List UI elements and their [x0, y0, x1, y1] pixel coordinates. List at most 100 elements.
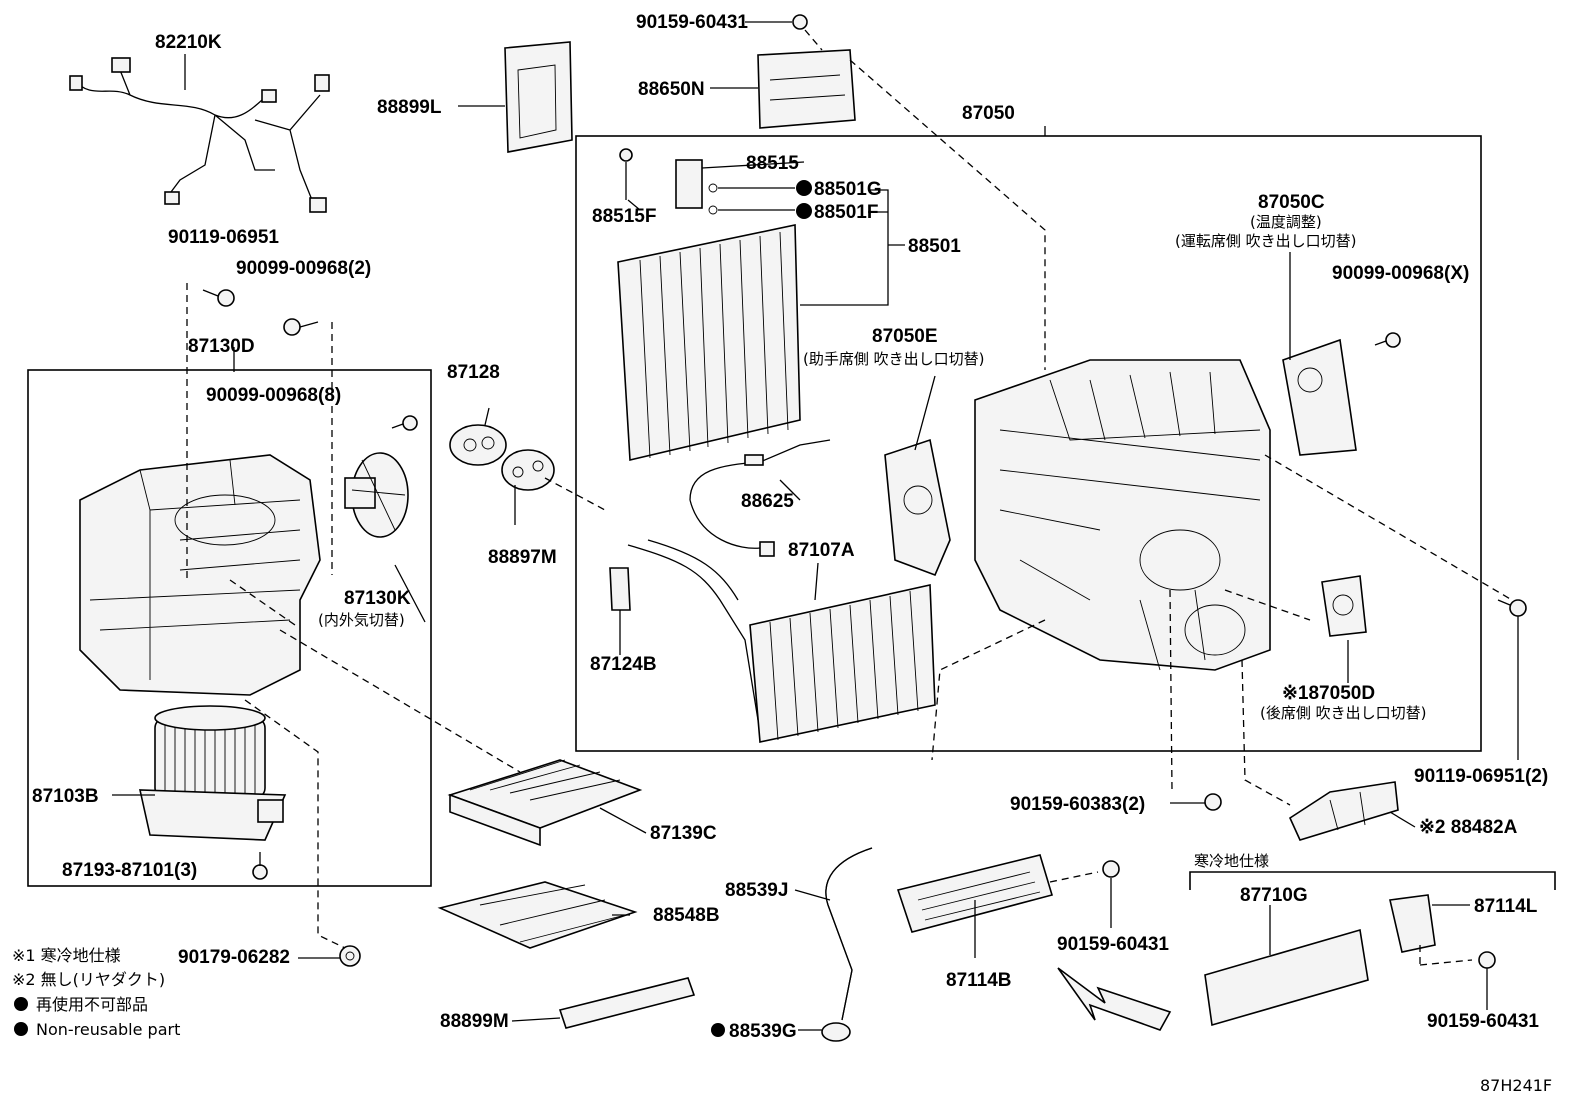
screw-90099-00968-X: [1374, 332, 1401, 348]
label-87124B: 87124B: [590, 654, 657, 675]
label-87193-87101: 87193-87101(3): [62, 860, 197, 881]
heater-87710G: [1204, 905, 1369, 1027]
airflow-arrow: [1057, 967, 1172, 1031]
label-90159-60383: 90159-60383(2): [1010, 794, 1145, 815]
label-90119-06951-2: 90119-06951(2): [1414, 766, 1548, 787]
evaporator-88501: [617, 224, 801, 461]
label-88539G: 88539G: [729, 1021, 797, 1042]
legend-nonreuse-jp: 再使用不可部品: [36, 995, 148, 1014]
label-88501G: 88501G: [814, 179, 882, 200]
wire-harness-82210K: [69, 57, 330, 213]
screw-87193-87101: [252, 852, 268, 880]
seal-87128: [449, 424, 507, 466]
frame-cold-spec: [1189, 871, 1556, 890]
label-90099-00968-8: 90099-00968(8): [206, 385, 341, 406]
label-88897M: 88897M: [488, 547, 557, 568]
screw-90159-60431-mid: [1049, 860, 1120, 928]
filter-cover-88548B: [437, 881, 638, 949]
label-87130K-note: (内外気切替): [318, 611, 405, 629]
screw-90119-06951-2: [1497, 599, 1527, 760]
hvac-unit-87050: [974, 359, 1271, 671]
screw-90099-00968-8: [391, 415, 418, 431]
label-87050E-note: (助手席側 吹き出し口切替): [803, 350, 984, 368]
label-87107A: 87107A: [788, 540, 855, 561]
actuator-87050D: [1321, 575, 1367, 637]
label-88899L: 88899L: [377, 97, 442, 118]
frame-87050: [575, 135, 1482, 752]
label-87050C-note2: (運転席側 吹き出し口切替): [1175, 232, 1356, 250]
filter-87139C: [447, 759, 643, 847]
seal-88897M: [501, 449, 555, 491]
label-87710G: 87710G: [1240, 885, 1308, 906]
nonreusable-dot-88501G: [796, 180, 812, 196]
blower-case-87130D: [79, 454, 321, 696]
label-90099-00968-2: 90099-00968(2): [236, 258, 371, 279]
label-90179-06282: 90179-06282: [178, 947, 290, 968]
label-87050D: ※187050D: [1282, 683, 1375, 704]
label-cold-spec: 寒冷地仕様: [1194, 852, 1269, 870]
diagram-code: 87H241F: [1480, 1076, 1552, 1095]
label-87114L: 87114L: [1474, 896, 1538, 917]
legend-nonreuse-en: Non-reusable part: [36, 1020, 180, 1039]
label-88515: 88515: [746, 153, 799, 174]
legend-note2: ※2 無し(リヤダクト): [12, 970, 165, 989]
label-88515F: 88515F: [592, 206, 656, 227]
label-87050E: 87050E: [872, 326, 938, 347]
label-87130K: 87130K: [344, 588, 411, 609]
legend-note1: ※1 寒冷地仕様: [12, 946, 121, 965]
label-87050C: 87050C: [1258, 192, 1325, 213]
label-87128: 87128: [447, 362, 500, 383]
label-88625: 88625: [741, 491, 794, 512]
expansion-valve-88515: [619, 148, 703, 209]
hose-88539J: [825, 847, 873, 1021]
screw-90099-00968-2: [283, 318, 319, 336]
label-88501: 88501: [908, 236, 961, 257]
label-88899M: 88899M: [440, 1011, 509, 1032]
label-87103B: 87103B: [32, 786, 99, 807]
actuator-87050C: [1282, 338, 1357, 456]
screw-90119-06951: [202, 289, 235, 307]
duct-88482A: [1288, 781, 1399, 841]
grommet-88539G: [821, 1022, 851, 1042]
label-82210K: 82210K: [155, 32, 222, 53]
frame-87130D: [27, 369, 432, 887]
label-87130D: 87130D: [188, 336, 255, 357]
label-87050C-note1: (温度調整): [1250, 213, 1322, 231]
sensor-88625: [689, 439, 831, 557]
nonreusable-dot-88539G: [711, 1023, 725, 1037]
label-90099-00968-X: 90099-00968(X): [1332, 263, 1469, 284]
label-88650N: 88650N: [638, 79, 705, 100]
heater-87114B: [896, 854, 1054, 933]
label-87050: 87050: [962, 103, 1015, 124]
label-87139C: 87139C: [650, 823, 717, 844]
leader-lines: [112, 21, 1416, 1031]
screw-90159-60383: [1204, 793, 1222, 811]
label-87114B: 87114B: [946, 970, 1012, 991]
seal-88899M: [558, 977, 696, 1029]
nonreusable-dot-88501F: [796, 203, 812, 219]
label-90159-60431-br: 90159-60431: [1427, 1011, 1539, 1032]
label-88548B: 88548B: [653, 905, 720, 926]
heater-core-87107A: [627, 539, 936, 743]
label-90159-60431-top: 90159-60431: [636, 12, 748, 33]
label-88539J: 88539J: [725, 880, 788, 901]
label-90119-06951: 90119-06951: [168, 227, 279, 248]
screw-90159-60431-br: [1419, 945, 1496, 1010]
o-rings-88501: [708, 183, 905, 306]
bracket-87124B: [609, 567, 631, 655]
label-88482A: ※2 88482A: [1419, 817, 1518, 838]
label-90159-60431-mid: 90159-60431: [1057, 934, 1169, 955]
bracket-88650N: [757, 49, 856, 129]
damper-87050E: [884, 438, 951, 577]
label-88501F: 88501F: [814, 202, 878, 223]
blower-motor-87103B: [138, 705, 287, 841]
screw-90159-60431-top: [792, 14, 808, 30]
legend-bullet-en: [14, 1022, 28, 1036]
mode-damper-87130K: [344, 452, 409, 538]
duct-88899L: [504, 41, 573, 153]
grommet-90179-06282: [339, 945, 361, 967]
legend-bullet-jp: [14, 997, 28, 1011]
bracket-87114L: [1389, 894, 1470, 953]
label-87050D-note: (後席側 吹き出し口切替): [1260, 704, 1426, 722]
